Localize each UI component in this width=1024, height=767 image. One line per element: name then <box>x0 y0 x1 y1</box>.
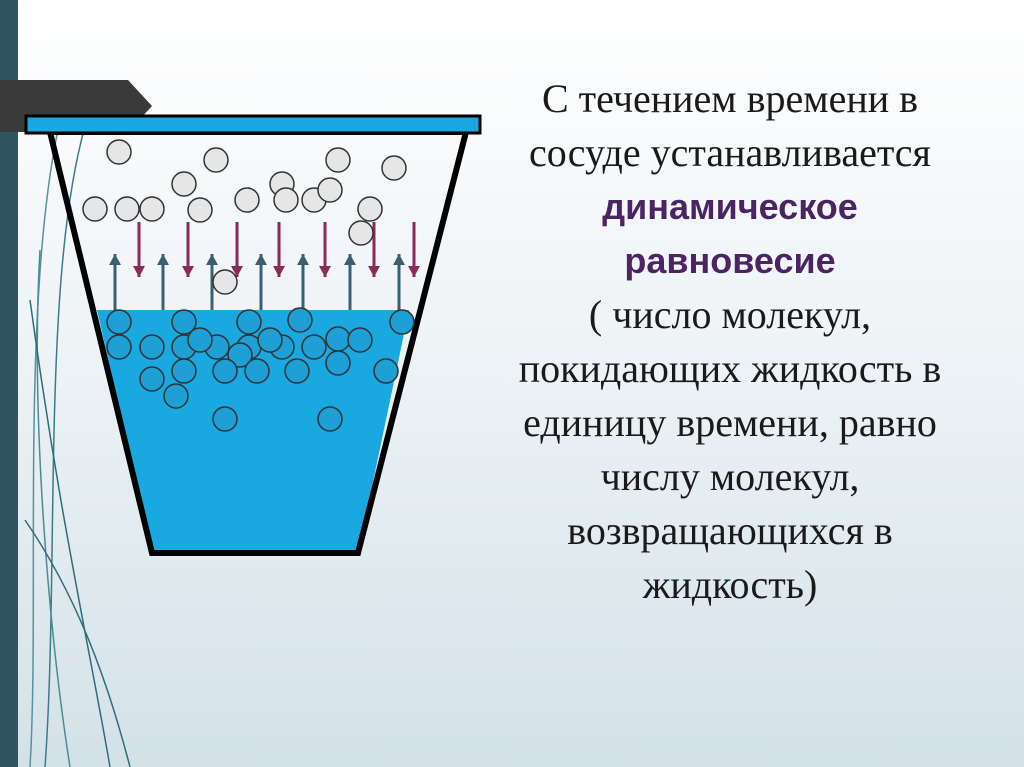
text-line-2: сосуде устанавливается <box>529 130 931 175</box>
left-accent-bar <box>0 0 18 767</box>
emphasis-line-2: равновесие <box>624 240 836 281</box>
liquid-molecule <box>301 334 327 360</box>
note-line-4: числу молекул, <box>600 454 860 499</box>
note-line-5: возвращающихся в <box>567 508 893 553</box>
note-line-2: покидающих жидкость в <box>518 346 942 391</box>
liquid-molecule <box>163 383 189 409</box>
vapor-molecule <box>357 196 383 222</box>
liquid-molecule <box>212 406 238 432</box>
vapor-molecule <box>139 196 165 222</box>
molecules-group <box>82 139 415 432</box>
liquid-molecule <box>212 358 238 384</box>
arrow-up-icon <box>157 254 169 310</box>
liquid-molecule <box>187 327 213 353</box>
vapor-molecule <box>325 147 351 173</box>
arrow-down-icon <box>273 222 285 277</box>
arrow-down-icon <box>408 222 420 277</box>
arrow-down-icon <box>231 222 243 277</box>
liquid-molecule <box>171 309 197 335</box>
liquid-molecule <box>171 358 197 384</box>
liquid-molecule <box>284 358 310 384</box>
liquid-molecule <box>287 307 313 333</box>
liquid-molecule <box>373 358 399 384</box>
vapor-molecule <box>381 155 407 181</box>
decorative-lines <box>24 109 131 767</box>
arrow-down-icon <box>133 222 145 277</box>
description-text: С течением времени в сосуде устанавливае… <box>470 72 990 612</box>
emphasis-line-1: динамическое <box>602 186 858 227</box>
vapor-molecule <box>317 177 343 203</box>
vapor-molecule <box>171 171 197 197</box>
liquid-molecule <box>236 309 262 335</box>
arrow-up-icon <box>393 254 405 310</box>
arrow-down-icon <box>368 222 380 277</box>
vapor-molecule <box>203 147 229 173</box>
liquid-molecule <box>244 358 270 384</box>
vapor-molecule <box>273 187 299 213</box>
note-line-1: ( число молекул, <box>588 292 872 337</box>
arrows-group <box>109 222 420 310</box>
vapor-molecule <box>187 197 213 223</box>
liquid-molecule <box>325 350 351 376</box>
vapor-molecule <box>114 196 140 222</box>
arrow-up-icon <box>255 254 267 310</box>
vapor-molecule <box>106 139 132 165</box>
vapor-molecule <box>212 269 238 295</box>
liquid-molecule <box>139 334 165 360</box>
arrow-up-icon <box>109 254 121 310</box>
vessel-lid <box>24 114 482 135</box>
liquid-molecule <box>389 309 415 335</box>
vapor-molecule <box>348 220 374 246</box>
vapor-molecule <box>82 196 108 222</box>
liquid-molecule <box>139 366 165 392</box>
arrow-up-icon <box>297 254 309 310</box>
text-line-1: С течением времени в <box>541 76 919 121</box>
liquid-molecule <box>317 406 343 432</box>
vapor-molecule <box>234 187 260 213</box>
arrow-up-icon <box>344 254 356 310</box>
liquid-molecule <box>325 326 351 352</box>
note-line-6: жидкость) <box>642 562 818 607</box>
arrow-down-icon <box>319 222 331 277</box>
liquid-molecule <box>347 327 373 353</box>
note-line-3: единицу времени, равно <box>523 400 937 445</box>
vessel-diagram <box>24 114 482 556</box>
liquid-molecule <box>106 334 132 360</box>
arrow-up-icon <box>206 254 218 310</box>
liquid-molecule <box>106 309 132 335</box>
liquid-molecule <box>227 342 253 368</box>
liquid-molecule <box>257 327 283 353</box>
arrow-down-icon <box>182 222 194 277</box>
